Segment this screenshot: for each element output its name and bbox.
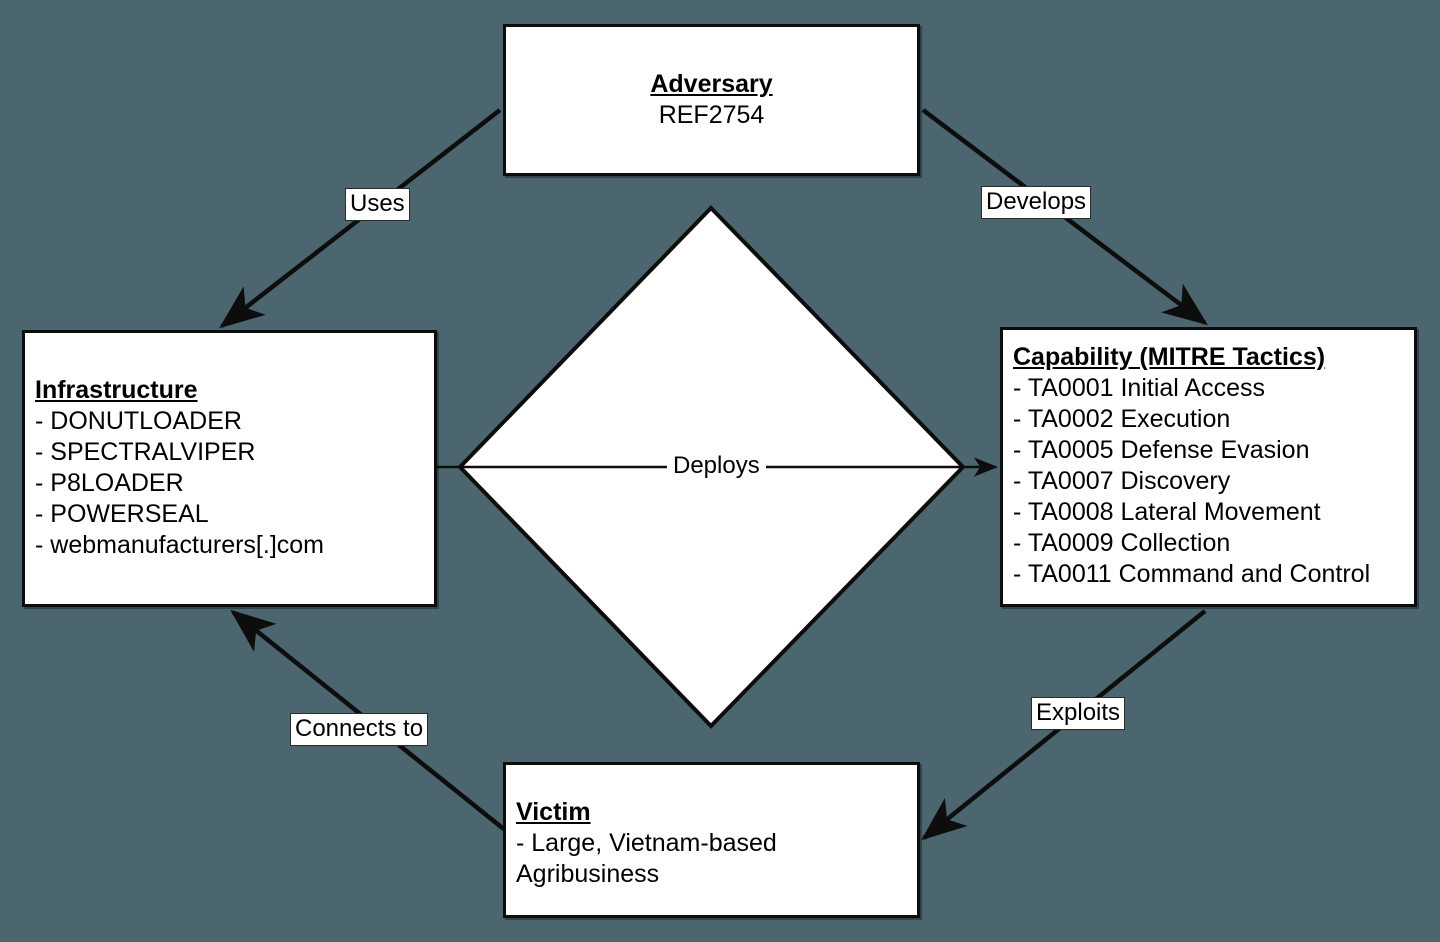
node-victim-description-line-2: Agribusiness [516,860,660,888]
node-capability-title: Capability (MITRE Tactics) [1013,343,1326,371]
node-infrastructure[interactable]: Infrastructure - DONUTLOADER - SPECTRALV… [22,330,437,607]
node-infrastructure-title: Infrastructure [35,376,198,404]
node-adversary-subtitle: REF2754 [658,101,765,129]
node-adversary-title: Adversary [650,70,773,98]
node-capability-content: Capability (MITRE Tactics) - TA0001 Init… [1003,342,1414,590]
node-victim-title: Victim [516,798,591,826]
node-victim-content: Victim - Large, Vietnam-based Agribusine… [506,797,917,890]
edge-label-exploits: Exploits [1031,697,1126,730]
list-item: - TA0002 Execution [1013,405,1231,433]
list-item: - TA0007 Discovery [1013,467,1231,495]
node-infrastructure-content: Infrastructure - DONUTLOADER - SPECTRALV… [25,375,434,561]
list-item: - P8LOADER [35,469,184,497]
capability-item-list: - TA0001 Initial Access - TA0002 Executi… [1013,373,1404,590]
edge-label-deploys: Deploys [667,452,766,480]
edge-label-connects-to: Connects to [290,713,429,746]
list-item: - TA0005 Defense Evasion [1013,436,1310,464]
list-item: - SPECTRALVIPER [35,438,256,466]
node-capability[interactable]: Capability (MITRE Tactics) - TA0001 Init… [1000,327,1417,607]
node-victim[interactable]: Victim - Large, Vietnam-based Agribusine… [503,762,920,918]
node-adversary[interactable]: Adversary REF2754 [503,24,920,176]
node-victim-description-line-1: - Large, Vietnam-based [516,829,777,857]
edge-label-uses: Uses [345,188,410,221]
edge-label-develops: Develops [981,186,1092,219]
list-item: - DONUTLOADER [35,407,242,435]
list-item: - TA0008 Lateral Movement [1013,498,1321,526]
list-item: - TA0009 Collection [1013,529,1231,557]
list-item: - TA0001 Initial Access [1013,374,1265,402]
list-item: - POWERSEAL [35,500,209,528]
list-item: - webmanufacturers[.]com [35,531,324,559]
list-item: - TA0011 Command and Control [1013,560,1371,588]
infrastructure-item-list: - DONUTLOADER - SPECTRALVIPER - P8LOADER… [35,406,424,561]
node-adversary-content: Adversary REF2754 [506,69,917,131]
